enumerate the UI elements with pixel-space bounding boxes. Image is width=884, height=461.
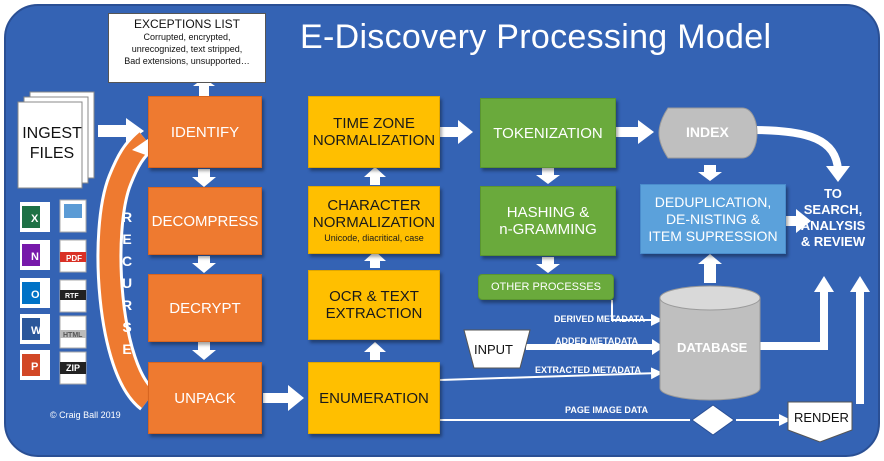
- arrow-token-hash: [536, 168, 560, 184]
- ocr-line-1: OCR & TEXT: [329, 288, 419, 305]
- database-label: DATABASE: [677, 340, 748, 355]
- arrow-db-dest: [760, 292, 828, 350]
- exceptions-line-3: Bad extensions, unsupported…: [124, 56, 250, 66]
- outlook-icon-label: O: [31, 289, 40, 301]
- recurse-letter: U: [121, 275, 133, 291]
- stage-tokenization: TOKENIZATION: [480, 98, 616, 168]
- word-icon-label: W: [31, 325, 42, 337]
- unpack-label: UNPACK: [174, 389, 236, 407]
- render-label: RENDER: [794, 410, 849, 425]
- arrow-identify-decompress: [192, 169, 216, 187]
- character-line-2: NORMALIZATION: [312, 214, 436, 231]
- line-extracted: [439, 367, 663, 381]
- arrow-decompress-decrypt: [192, 256, 216, 273]
- recurse-letter: R: [121, 297, 133, 313]
- database-cylinder: [659, 285, 761, 401]
- index-shape: [658, 107, 758, 159]
- arrow-dedup-dest: [786, 209, 811, 233]
- hashing-line-1: HASHING &: [506, 204, 590, 221]
- recurse-letter: S: [122, 319, 132, 335]
- recurse-letter: C: [121, 253, 133, 269]
- copyright: © Craig Ball 2019: [50, 410, 121, 420]
- exceptions-line-2: unrecognized, text stripped,: [131, 44, 243, 54]
- flow-page-image-data: PAGE IMAGE DATA: [565, 405, 648, 415]
- arrow-unpack-enumeration: [263, 385, 304, 411]
- flow-derived-metadata: DERIVED METADATA: [554, 314, 645, 324]
- dedup-line-2: DE-NISTING &: [665, 210, 761, 227]
- other-processes-label: OTHER PROCESSES: [490, 281, 602, 293]
- line-derived: [611, 300, 663, 326]
- arrow-input-added: [526, 339, 664, 355]
- recurse-letter: R: [121, 209, 133, 225]
- excel-icon-label: X: [31, 213, 39, 225]
- arrow-index-dedup: [698, 165, 722, 181]
- dedup-line-1: DEDUPLICATION,: [654, 193, 772, 210]
- dedup-line-3: ITEM SUPRESSION: [648, 227, 778, 244]
- arrow-ocr-char: [364, 251, 386, 268]
- hashing-line-2: n-GRAMMING: [499, 221, 597, 238]
- recurse-letter: E: [122, 231, 132, 247]
- stage-enumeration: ENUMERATION: [308, 362, 440, 434]
- decision-diamond: [691, 404, 735, 436]
- stage-deduplication: DEDUPLICATION, DE-NISTING & ITEM SUPRESS…: [640, 184, 786, 254]
- identify-label: IDENTIFY: [170, 123, 240, 141]
- decompress-label: DECOMPRESS: [151, 212, 259, 230]
- stage-time-zone-normalization: TIME ZONE NORMALIZATION: [308, 96, 440, 168]
- input-shape: [463, 329, 531, 369]
- html-icon-label: HTML: [63, 332, 83, 339]
- ingest-line-2: FILES: [29, 145, 75, 162]
- exceptions-list: EXCEPTIONS LIST Corrupted, encrypted, un…: [108, 13, 266, 83]
- stage-hashing: HASHING & n-GRAMMING: [480, 186, 616, 256]
- exceptions-line-1: Corrupted, encrypted,: [143, 32, 231, 42]
- destination-line-1: TO: [824, 186, 842, 201]
- character-line-1: CHARACTER: [327, 197, 421, 214]
- time-zone-line-1: TIME ZONE: [333, 115, 415, 132]
- onenote-icon-label: N: [31, 251, 39, 263]
- exceptions-heading: EXCEPTIONS LIST: [133, 17, 241, 31]
- arrow-token-index: [616, 120, 654, 144]
- stage-decrypt: DECRYPT: [148, 274, 262, 342]
- recurse-letter: E: [122, 341, 132, 357]
- render-shape: [787, 401, 853, 443]
- tokenization-label: TOKENIZATION: [493, 124, 603, 142]
- stage-identify: IDENTIFY: [148, 96, 262, 168]
- pdf-icon-label: PDF: [66, 254, 82, 263]
- arrow-enum-ocr: [364, 342, 386, 360]
- rtf-icon-label: RTF: [65, 293, 79, 300]
- ingest-files-icon: [17, 91, 95, 189]
- powerpoint-icon-label: P: [31, 361, 38, 373]
- flow-added-metadata: ADDED METADATA: [555, 336, 638, 346]
- arrow-index-dest: [751, 126, 842, 171]
- page-title: E-Discovery Processing Model: [300, 18, 772, 56]
- destination-label: TO SEARCH, ANALYSIS & REVIEW: [796, 186, 870, 250]
- ingest-line-1: INGEST: [22, 125, 82, 142]
- destination-line-4: & REVIEW: [800, 234, 866, 249]
- index-label: INDEX: [686, 124, 729, 140]
- decrypt-label: DECRYPT: [169, 299, 241, 317]
- character-subtext: Unicode, diacritical, case: [324, 233, 424, 243]
- time-zone-line-2: NORMALIZATION: [312, 132, 436, 149]
- stage-unpack: UNPACK: [148, 362, 262, 434]
- destination-line-2: SEARCH,: [803, 202, 863, 217]
- arrow-char-tz: [364, 167, 386, 185]
- arrow-tz-token: [440, 120, 473, 144]
- destination-line-3: ANALYSIS: [800, 218, 866, 233]
- flow-extracted-metadata: EXTRACTED METADATA: [535, 365, 641, 375]
- file-type-icons: X N O W P PDF RTF HTML ZIP: [20, 199, 87, 385]
- input-label: INPUT: [474, 342, 513, 357]
- ocr-line-2: EXTRACTION: [325, 305, 423, 322]
- ingest-files-label: INGEST FILES: [20, 124, 84, 164]
- zip-icon-label: ZIP: [66, 363, 80, 373]
- arrow-db-dedup: [698, 254, 722, 283]
- enumeration-label: ENUMERATION: [319, 389, 429, 407]
- stage-character-normalization: CHARACTER NORMALIZATION Unicode, diacrit…: [308, 186, 440, 254]
- arrow-hash-other: [536, 257, 560, 273]
- stage-other-processes: OTHER PROCESSES: [478, 274, 614, 300]
- arrow-decrypt-unpack: [192, 342, 216, 360]
- stage-decompress: DECOMPRESS: [148, 187, 262, 255]
- stage-ocr-text-extraction: OCR & TEXT EXTRACTION: [308, 270, 440, 340]
